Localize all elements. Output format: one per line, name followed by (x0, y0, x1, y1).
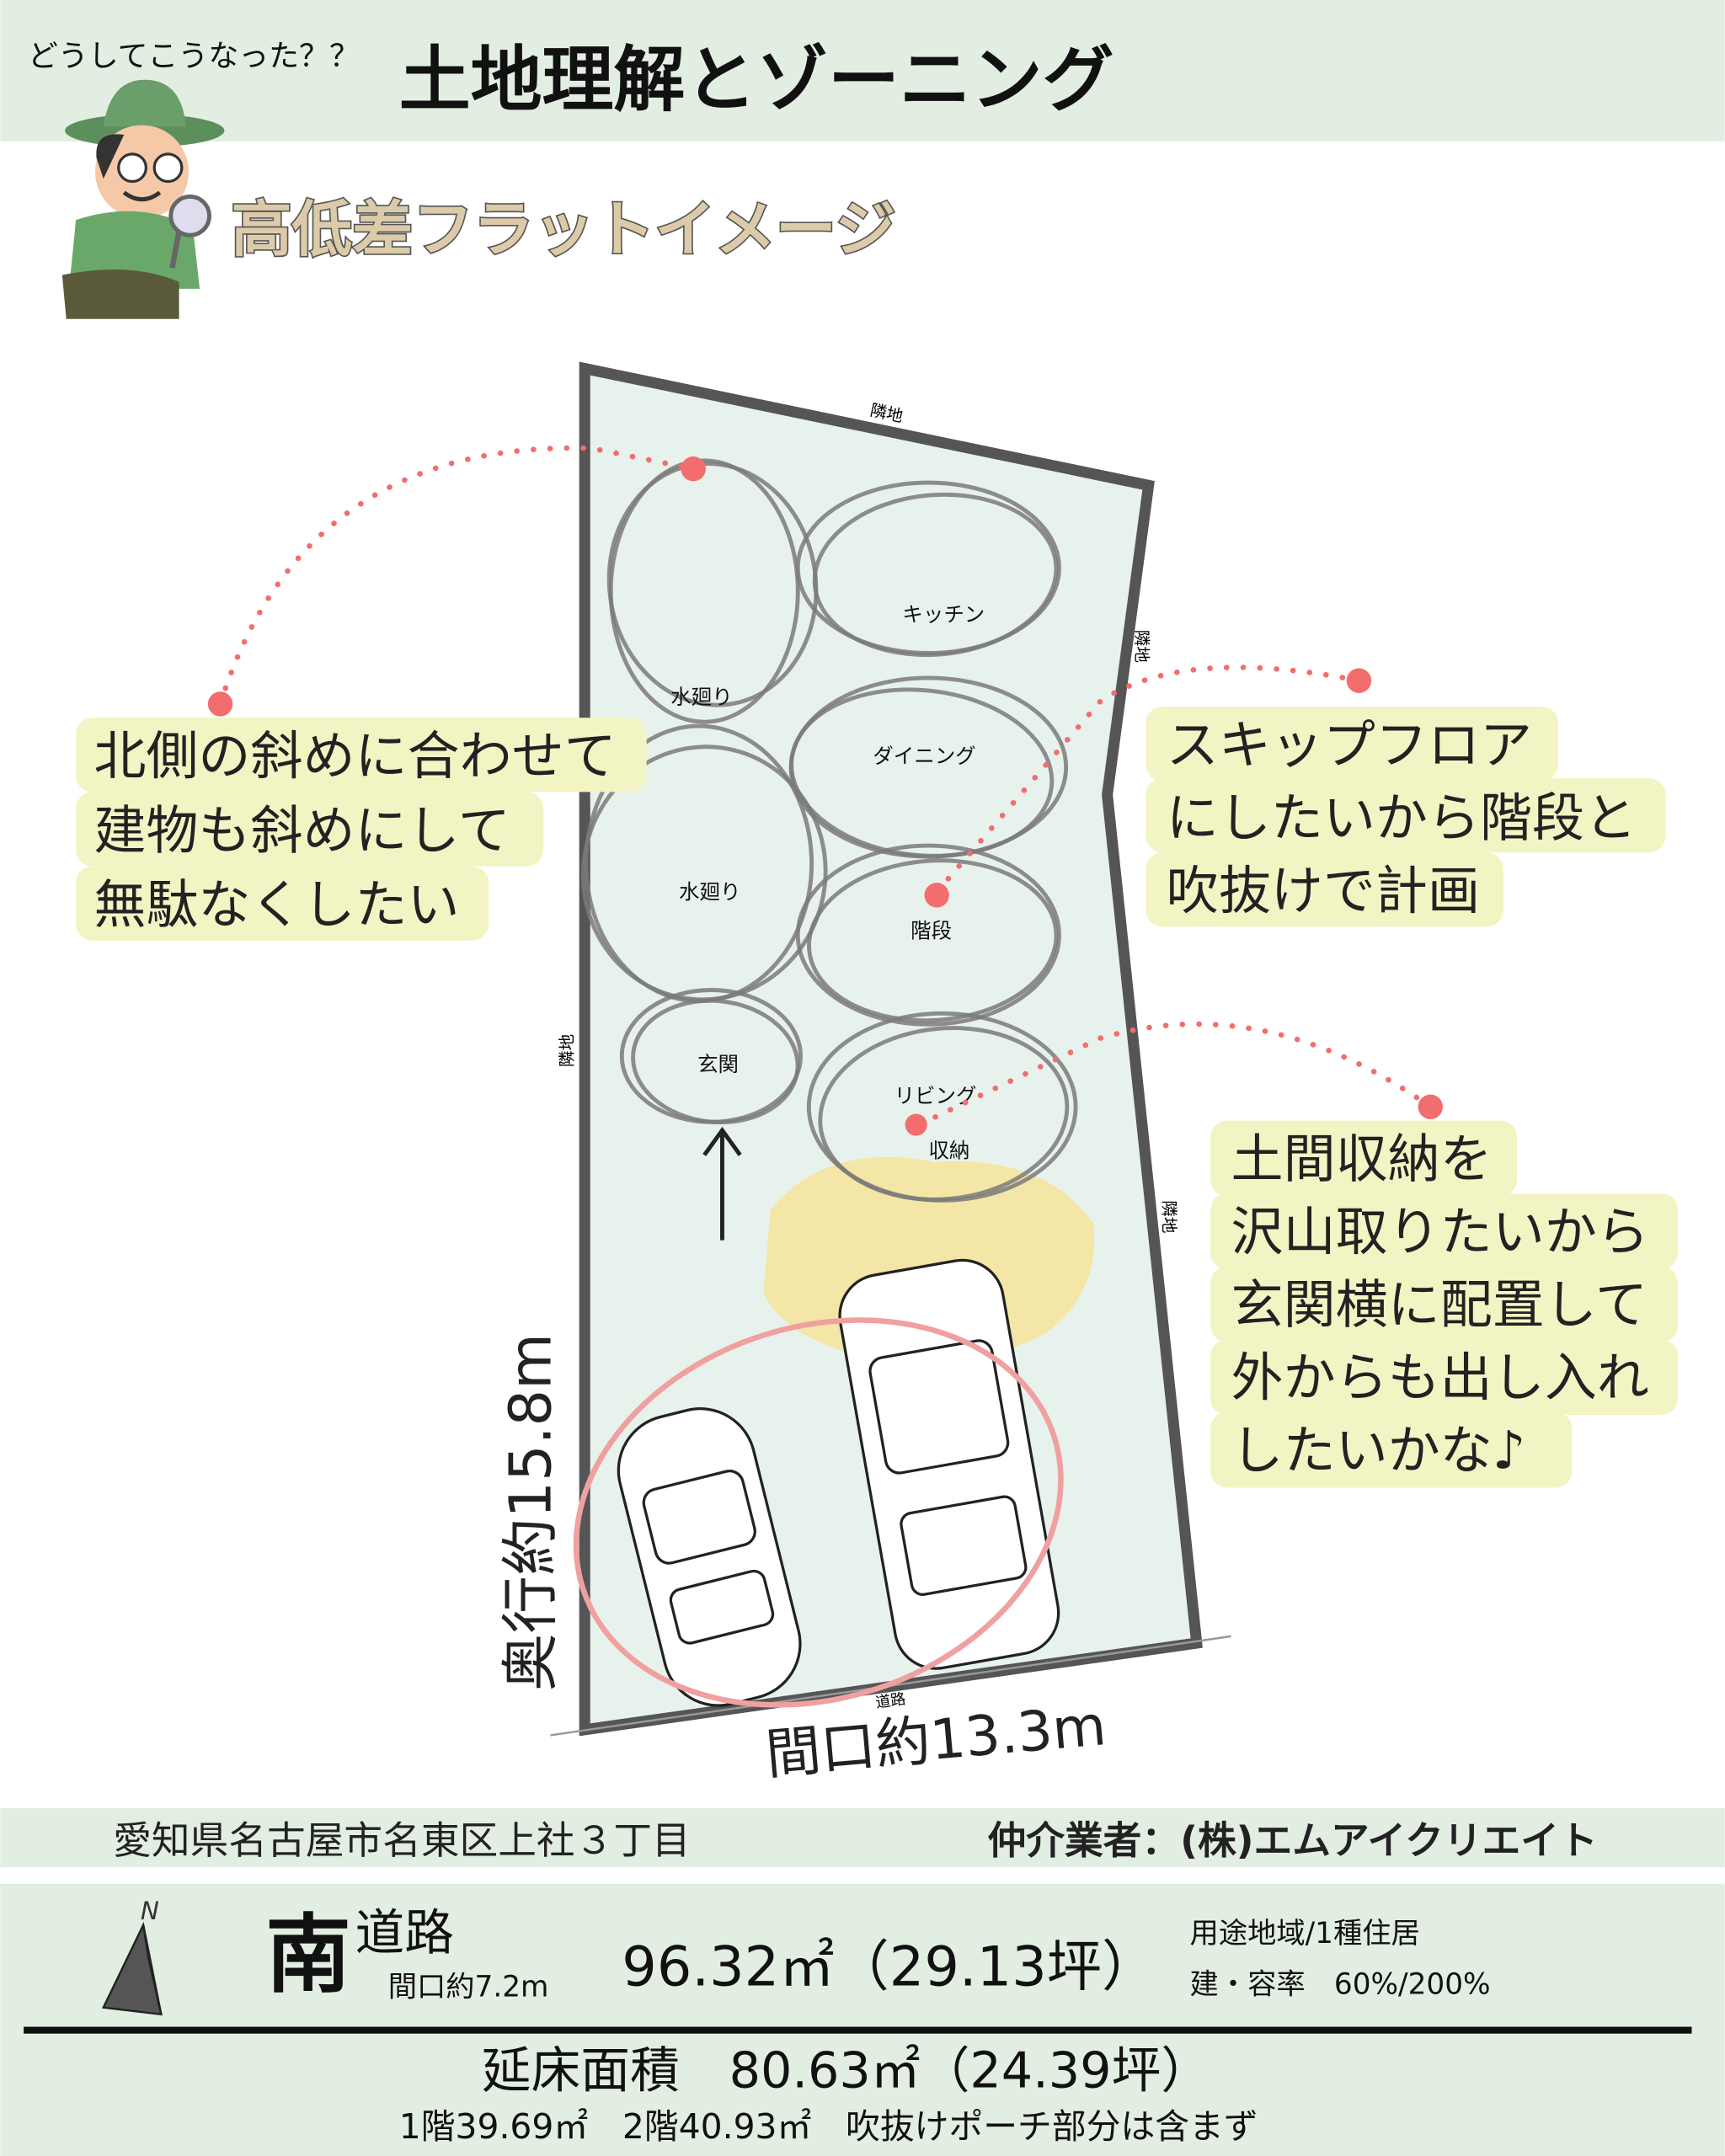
page-subtitle: 高低差フラットイメージ (232, 194, 896, 264)
leader-left (217, 445, 697, 707)
address-text: 愛知県名古屋市名東区上社３丁目 (113, 1818, 691, 1863)
parking-highlight (573, 1317, 1064, 1708)
room-zones (580, 458, 1078, 1203)
callout-right-top-line: 吹抜けで計画 (1167, 860, 1480, 921)
car-icon (617, 1258, 1060, 1707)
north-arrow-icon (101, 1921, 163, 2016)
summary-band (0, 1883, 1725, 2156)
room-label-stairs: 階段 (911, 918, 952, 942)
address-band (0, 1807, 1725, 1868)
frontage-dimension: 間口約13.3m (763, 1694, 1108, 1787)
divider (24, 2026, 1692, 2034)
leader-dot (1346, 668, 1372, 693)
page-title: 土地理解とゾーニング (399, 39, 1114, 122)
floor-area: 延床面積 80.63㎡（24.39坪） (482, 2041, 1210, 2099)
coverage-text: 建・容率 60%/200% (1190, 1967, 1491, 2001)
callout-right-bottom-line: 外からも出し入れ (1231, 1347, 1649, 1408)
leader-dot (905, 1113, 927, 1136)
header-kicker: どうしてこうなった？？ (28, 39, 360, 73)
leader-dot (207, 691, 233, 717)
detective-character-icon (61, 79, 225, 319)
leader-dot (681, 456, 706, 482)
callout-right-bottom-line: 沢山取りたいから (1231, 1201, 1649, 1262)
callout-right-top: スキップフロア にしたいから階段と 吹抜けで計画 (1146, 707, 1666, 927)
neighbor-label-west: 隣地 (558, 1034, 577, 1067)
room-label-wet-area-1: 水廻り (670, 685, 732, 709)
broker-text: 仲介業者：(株)エムアイクリエイト (988, 1818, 1598, 1863)
callout-left-line: 建物も斜めにして (93, 799, 510, 861)
callout-right-top-line: スキップフロア (1167, 714, 1532, 776)
callout-left-line: 北側の斜めに合わせて (93, 725, 616, 787)
room-label-wet-area-2: 水廻り (679, 880, 740, 905)
road-word: 道路 (355, 1903, 455, 1961)
callout-right-bottom: 土間収納を 沢山取りたいから 玄関横に配置して 外からも出し入れ したいかな♪ (1210, 1120, 1679, 1488)
room-label-dining: ダイニング (873, 744, 975, 768)
room-label-kitchen: キッチン (902, 602, 985, 627)
entry-arrow-icon (702, 1126, 742, 1241)
callout-right-top-line: にしたいから階段と (1167, 787, 1637, 849)
leader-dot (1418, 1094, 1443, 1119)
neighbor-label-east-lower: 隣地 (1160, 1200, 1179, 1233)
callout-left-line: 無駄なくしたい (93, 874, 459, 936)
zoning-text: 用途地域/1種住居 (1190, 1917, 1420, 1951)
room-label-storage: 収納 (928, 1139, 969, 1163)
room-label-entrance: 玄関 (697, 1052, 739, 1076)
land-area: 96.32㎡（29.13坪） (622, 1935, 1156, 1999)
road-label: 道路 (874, 1690, 907, 1712)
neighbor-label-north: 隣地 (868, 400, 905, 426)
depth-dimension: 奥行約15.8m (497, 1333, 564, 1691)
floor-detail: 1階39.69㎡ 2階40.93㎡ 吹抜けポーチ部分は含まず (399, 2106, 1258, 2147)
neighbor-label-east-upper: 隣地 (1132, 630, 1151, 663)
callout-left: 北側の斜めに合わせて 建物も斜めにして 無駄なくしたい (76, 718, 647, 941)
callout-right-bottom-line: 土間収納を (1231, 1129, 1493, 1190)
leader-dot (924, 883, 949, 908)
road-direction: 南 (265, 1905, 350, 2004)
north-label: N (141, 1897, 159, 1925)
leader-right-bottom (916, 1021, 1434, 1128)
callout-right-bottom-line: したいかな♪ (1231, 1420, 1526, 1481)
leader-right-top (932, 664, 1362, 897)
callout-right-bottom-line: 玄関横に配置して (1231, 1274, 1648, 1336)
road-frontage: 間口約7.2m (388, 1971, 549, 2004)
header-band (0, 0, 1725, 142)
